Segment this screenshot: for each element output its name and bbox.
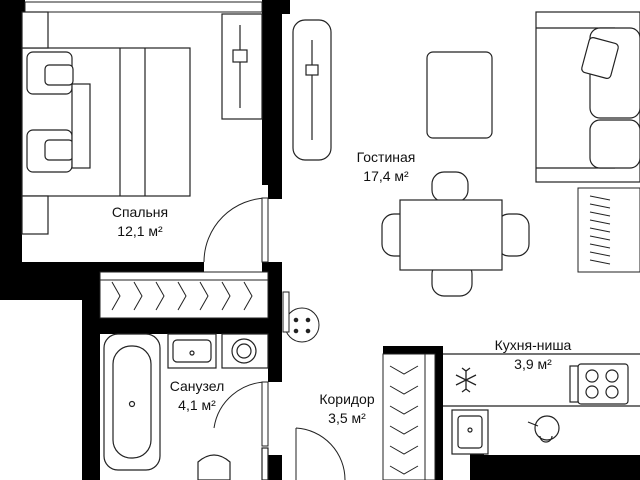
wall-bath-right-lower [268,455,282,480]
washing-machine-icon [221,333,269,369]
room-name: Коридор [319,391,375,407]
door-icon [203,197,269,263]
table-icon [399,199,503,271]
sofa-icon [535,11,640,183]
chair-icon [431,171,469,203]
wall-corridor-column [383,346,440,354]
light-icon [282,291,320,343]
toilet-icon [197,447,269,480]
room-label-kitchen: Кухня-ниша 3,9 м² [478,336,588,374]
wall-bedroom-bottom [22,262,204,272]
room-name: Спальня [111,204,169,220]
kitchen-counter [443,353,640,407]
wall-left [0,0,22,300]
room-label-bathroom: Санузел 4,1 м² [152,377,242,415]
wall-door-jamb [268,185,282,199]
window-icon [24,1,263,13]
room-label-bedroom: Спальня 12,1 м² [95,203,185,241]
bed-icon [21,47,191,197]
room-name: Гостиная [356,149,416,165]
wall-top-left [0,0,25,14]
stove-icon [569,363,629,405]
kitchen-sink-icon [451,409,489,455]
dishwasher-icon [527,415,560,443]
room-name: Кухня-ниша [494,337,572,353]
door-icon [295,427,346,480]
wardrobe-icon [382,353,436,480]
wall-corridor-right [435,346,443,480]
wall-bath-top [100,318,280,334]
wall-bath-right [268,262,282,382]
room-area: 4,1 м² [178,397,216,413]
wall-left-lower [0,270,100,300]
wall-bath-left [82,300,100,480]
wardrobe-icon [99,271,269,319]
nightstand-icon [21,11,49,235]
room-area: 17,4 м² [363,168,409,184]
bathtub-icon [103,333,161,471]
wall-kitchen-bottom [470,455,640,480]
room-label-living: Гостиная 17,4 м² [338,148,434,186]
room-area: 3,5 м² [328,410,366,426]
sink-icon [167,333,217,369]
dining-set [381,171,530,297]
radiator-icon [577,187,640,273]
room-label-corridor: Коридор 3,5 м² [300,390,394,428]
wall-column [262,0,282,185]
fridge-icon [455,367,477,393]
room-name: Санузел [169,378,225,394]
coffee-table-icon [426,51,493,139]
door-icon [213,381,269,447]
room-area: 3,9 м² [514,356,552,372]
tv-stand-icon [221,13,332,161]
room-area: 12,1 м² [117,223,163,239]
